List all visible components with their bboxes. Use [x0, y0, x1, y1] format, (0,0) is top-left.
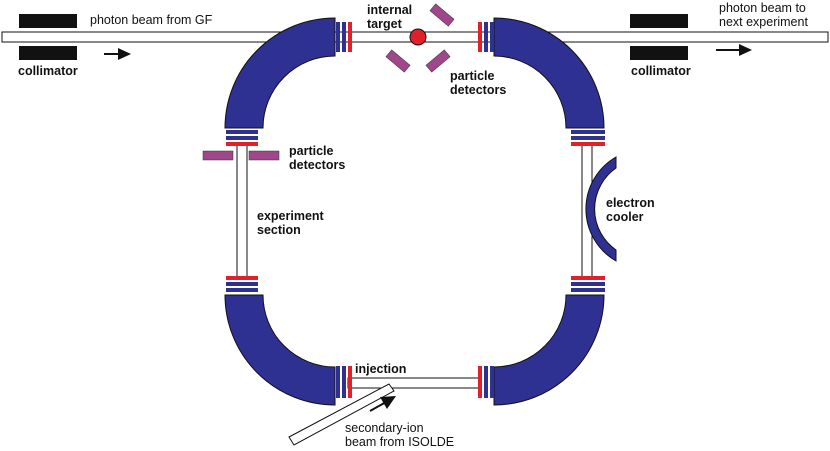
- label-particle-detectors-top: particle: [450, 69, 495, 83]
- collimators: [19, 14, 688, 60]
- flange: [478, 22, 482, 52]
- flange: [571, 130, 605, 134]
- internal-target: [409, 28, 427, 46]
- flange: [490, 366, 494, 398]
- particle-detector: [385, 49, 411, 73]
- particle-detector: [425, 49, 451, 73]
- flange: [484, 22, 488, 52]
- collimator-left-upper: [19, 14, 77, 28]
- label-collimator-left: collimator: [18, 64, 78, 78]
- label-collimator-right: collimator: [631, 64, 691, 78]
- flange: [342, 366, 346, 398]
- particle-detector: [248, 150, 280, 161]
- magnet-bottom-right: [493, 294, 605, 406]
- flange: [226, 136, 258, 140]
- label-text: next experiment: [719, 15, 808, 29]
- flange: [571, 282, 605, 286]
- flanges: [226, 22, 605, 398]
- label-text: photon beam to: [719, 1, 806, 15]
- particle-detector: [202, 150, 234, 161]
- label-experiment-section: experiment: [257, 209, 325, 223]
- label-injection: injection: [355, 362, 406, 376]
- flange: [342, 22, 346, 52]
- arrow-diagonal-icon: [369, 396, 396, 412]
- flange: [226, 288, 258, 292]
- arrow-right-icon: [716, 44, 752, 56]
- flange: [571, 288, 605, 292]
- ring-pipe-bottom: [347, 377, 482, 389]
- secondary-ion-beamline: [288, 383, 395, 446]
- flange: [478, 366, 482, 398]
- flange: [571, 276, 605, 280]
- flange: [226, 282, 258, 286]
- particle-detector: [429, 3, 455, 27]
- label-photon-beam-out-2: next experiment: [719, 15, 808, 29]
- flange: [336, 366, 340, 398]
- flange: [484, 366, 488, 398]
- flange: [348, 366, 352, 398]
- label-experiment-section-2: section: [257, 223, 301, 237]
- label-secondary-ion-2: beam from ISOLDE: [345, 435, 454, 449]
- electron-cooler: [585, 156, 617, 262]
- magnet-bottom-left: [224, 294, 336, 406]
- label-electron-cooler-2: cooler: [606, 210, 644, 224]
- flange: [348, 22, 352, 52]
- label-particle-detectors-left: particle: [289, 144, 334, 158]
- flange: [571, 142, 605, 146]
- label-particle-detectors-top-2: detectors: [450, 83, 506, 97]
- magnet-top-left: [224, 17, 336, 129]
- label-particle-detectors-left-2: detectors: [289, 158, 345, 172]
- label-secondary-ion: secondary-ion: [345, 421, 424, 435]
- flange: [226, 276, 258, 280]
- label-internal-target-2: target: [367, 17, 403, 31]
- collimator-right-upper: [630, 14, 688, 28]
- collimator-left-lower: [19, 46, 77, 60]
- flange: [226, 142, 258, 146]
- flange: [490, 22, 494, 52]
- flange: [226, 130, 258, 134]
- flange: [571, 136, 605, 140]
- magnet-top-right: [493, 17, 605, 129]
- particle-detectors-top: [385, 3, 455, 73]
- ring-pipe-left: [236, 144, 248, 278]
- dipole-magnets: [224, 17, 605, 406]
- label-electron-cooler: electron: [606, 196, 655, 210]
- label-internal-target: internal: [367, 3, 412, 17]
- flange: [336, 22, 340, 52]
- label-photon-beam-in: photon beam from GF: [90, 13, 213, 27]
- label-photon-beam-out: photon beam to: [719, 1, 806, 15]
- collimator-right-lower: [630, 46, 688, 60]
- arrow-right-icon: [104, 48, 131, 60]
- particle-detectors-left: [202, 150, 280, 161]
